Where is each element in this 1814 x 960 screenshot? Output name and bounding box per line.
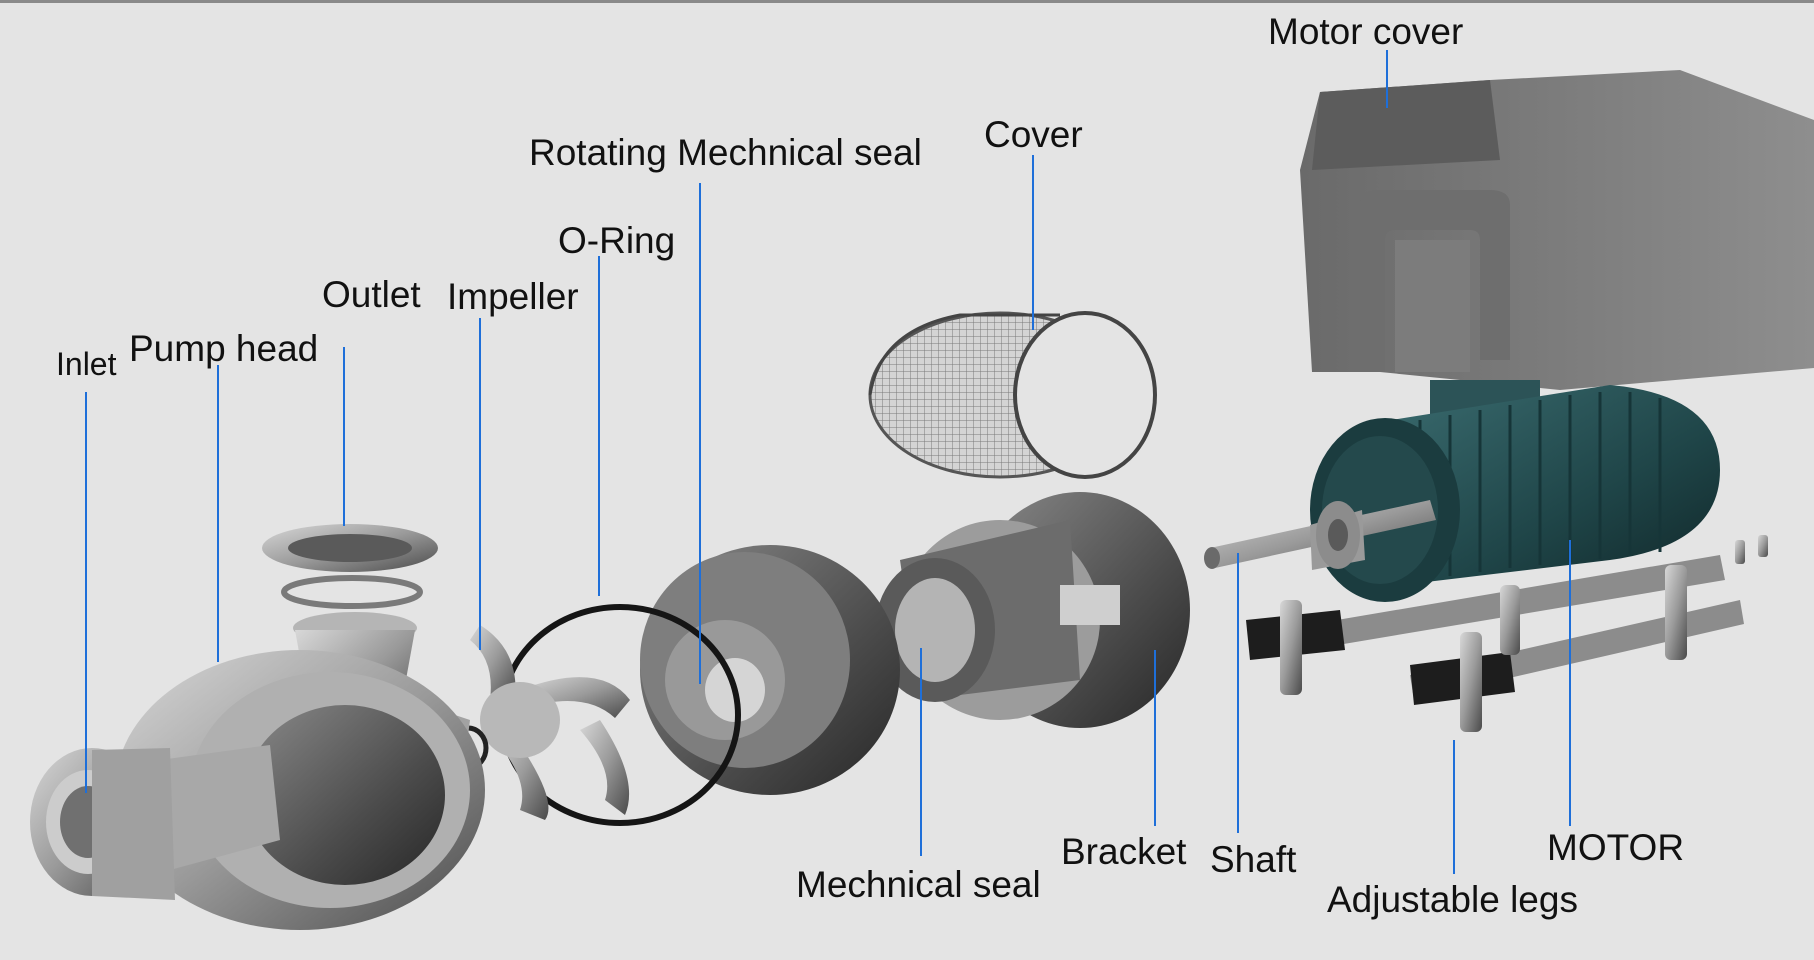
label-cover: Cover (984, 114, 1083, 155)
seal-plate-part (640, 545, 900, 795)
label-motor-cover: Motor cover (1268, 11, 1464, 52)
label-impeller: Impeller (447, 276, 579, 317)
label-mechanical-seal: Mechnical seal (796, 864, 1041, 905)
label-rotating-seal: Rotating Mechnical seal (529, 132, 922, 173)
label-o-ring: O-Ring (558, 220, 676, 261)
motor-part (1204, 380, 1768, 732)
pump-head-part (115, 524, 485, 930)
cover-part (868, 311, 1157, 479)
label-outlet: Outlet (322, 274, 421, 315)
label-adjustable-legs: Adjustable legs (1327, 879, 1578, 920)
motor-cover-part (1300, 70, 1814, 390)
inlet-part (30, 748, 175, 900)
label-motor: MOTOR (1547, 827, 1685, 868)
bracket-part (875, 492, 1190, 728)
label-pump-head: Pump head (129, 328, 319, 369)
label-shaft: Shaft (1210, 839, 1297, 880)
window-top-edge (0, 0, 1814, 3)
label-inlet: Inlet (56, 346, 117, 382)
label-bracket: Bracket (1061, 831, 1187, 872)
leader-lines (85, 50, 1571, 874)
